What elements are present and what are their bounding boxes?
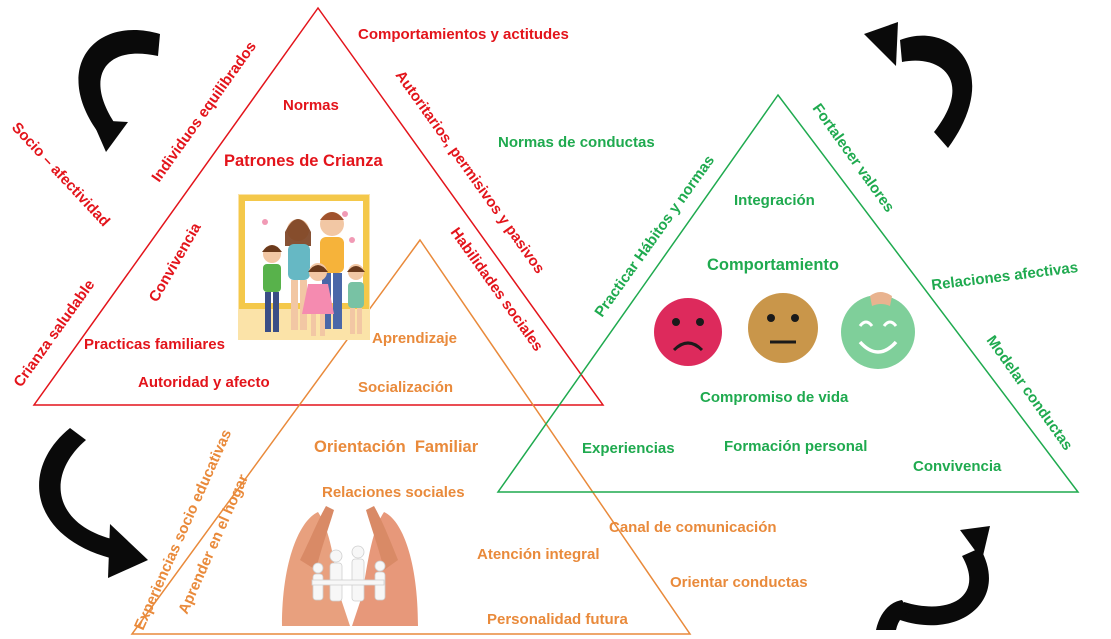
label-practicar-habitos: Practicar Hábitos y normas	[591, 152, 718, 320]
label-atencion-integral: Atención integral	[477, 546, 600, 563]
label-socio-afectividad: Socio – afectividad	[8, 119, 113, 230]
arrow-bottom-right-icon	[876, 526, 990, 630]
label-orientacion-familiar: Orientación Familiar	[314, 438, 479, 456]
hands-family-icon	[280, 500, 420, 626]
label-convivencia-red: Convivencia	[146, 219, 205, 305]
label-experiencias: Experiencias	[582, 440, 675, 457]
label-socializacion: Socialización	[358, 379, 453, 396]
label-normas: Normas	[283, 97, 339, 114]
label-canal-comunicacion: Canal de comunicación	[609, 519, 777, 536]
label-integracion: Integración	[734, 192, 815, 209]
label-aprender-hogar: Aprender en el hogar	[175, 472, 252, 617]
label-modelar-conductas: Modelar conductas	[983, 332, 1076, 453]
label-practicas-familiares: Practicas familiares	[84, 336, 225, 353]
family-portrait-icon	[238, 194, 370, 340]
label-patrones-crianza: Patrones de Crianza	[224, 152, 383, 170]
green-triangle	[496, 93, 1080, 493]
happy-face-icon	[841, 292, 915, 369]
label-comportamientos: Comportamientos y actitudes	[358, 26, 569, 43]
neutral-face-icon	[748, 293, 818, 363]
label-compromiso-vida: Compromiso de vida	[700, 389, 849, 406]
arrow-bottom-left-icon	[39, 428, 148, 578]
label-relaciones-afectivas: Relaciones afectivas	[930, 259, 1079, 294]
arrow-top-right-icon	[864, 22, 973, 148]
label-orientar-conductas: Orientar conductas	[670, 574, 808, 591]
label-comportamiento: Comportamiento	[707, 256, 839, 274]
label-formacion-personal: Formación personal	[724, 438, 867, 455]
label-autoridad-afecto: Autoridad y afecto	[138, 374, 270, 391]
label-relaciones-sociales: Relaciones sociales	[322, 484, 465, 501]
red-triangle	[32, 6, 605, 406]
label-convivencia-green: Convivencia	[913, 458, 1002, 475]
orange-triangle	[130, 238, 692, 635]
label-fortalecer-valores: Fortalecer valores	[809, 100, 898, 215]
label-normas-conductas: Normas de conductas	[498, 134, 655, 151]
sad-face-icon	[654, 298, 722, 366]
label-aprendizaje: Aprendizaje	[372, 330, 457, 347]
label-personalidad-futura: Personalidad futura	[487, 611, 629, 628]
arrow-top-left-icon	[78, 29, 160, 152]
